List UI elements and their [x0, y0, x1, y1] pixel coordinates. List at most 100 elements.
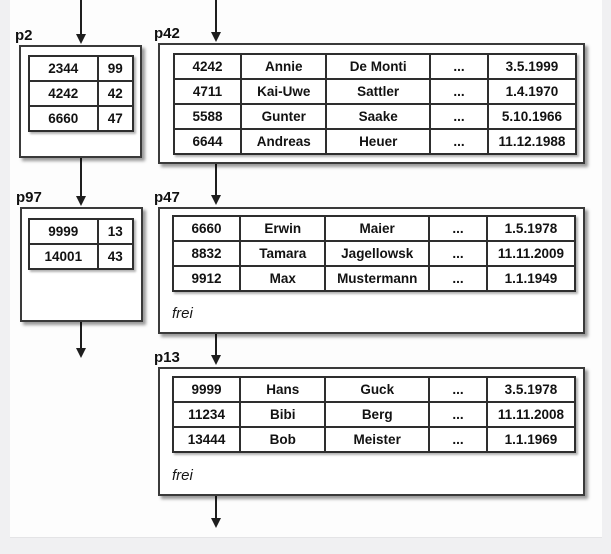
cell-lastname: Heuer [325, 128, 432, 155]
table-row: 6644 Andreas Heuer ... 11.12.1988 [172, 128, 578, 155]
arrow-line-into-p42 [215, 0, 217, 33]
cell-lastname: Saake [325, 103, 432, 130]
cell-id: 11234 [171, 401, 242, 428]
arrow-line-p42-to-p47 [215, 164, 217, 196]
cell-page-pointer: 42 [96, 80, 135, 107]
arrow-down-icon [76, 196, 86, 206]
page-p42-table: 4242 Annie De Monti ... 3.5.1999 4711 Ka… [172, 53, 578, 155]
cell-lastname: Jagellowsk [324, 240, 431, 267]
cell-date: 3.5.1978 [485, 376, 577, 403]
table-row: 4711 Kai-Uwe Sattler ... 1.4.1970 [172, 78, 578, 105]
cell-ellipsis: ... [428, 401, 488, 428]
cell-lastname: Sattler [325, 78, 432, 105]
table-row: 2344 99 [28, 55, 135, 82]
table-row: 9999 Hans Guck ... 3.5.1978 [171, 376, 577, 403]
page-p13-table: 9999 Hans Guck ... 3.5.1978 11234 Bibi B… [171, 376, 577, 453]
page-p42: p42 4242 Annie De Monti ... 3.5.1999 471… [154, 25, 585, 164]
table-row: 8832 Tamara Jagellowsk ... 11.11.2009 [171, 240, 577, 267]
cell-page-pointer: 99 [96, 55, 135, 82]
cell-lastname: Berg [324, 401, 431, 428]
cell-date: 5.10.1966 [486, 103, 578, 130]
cell-page-pointer: 47 [96, 105, 135, 132]
cell-firstname: Hans [239, 376, 327, 403]
page-p97-table: 9999 13 14001 43 [28, 218, 135, 270]
arrow-down-icon [76, 348, 86, 358]
arrow-down-icon [211, 355, 221, 365]
page-label: p47 [154, 189, 180, 206]
arrow-line-p47-to-p13 [215, 334, 217, 356]
cell-lastname: Mustermann [324, 265, 431, 292]
table-row: 9912 Max Mustermann ... 1.1.1949 [171, 265, 577, 292]
cell-firstname: Gunter [240, 103, 328, 130]
table-row: 5588 Gunter Saake ... 5.10.1966 [172, 103, 578, 130]
cell-lastname: Guck [324, 376, 431, 403]
arrow-down-icon [211, 32, 221, 42]
page-label: p42 [154, 25, 180, 42]
cell-date: 1.4.1970 [486, 78, 578, 105]
cell-ellipsis: ... [428, 265, 488, 292]
arrow-down-icon [211, 518, 221, 528]
page-label: p97 [16, 189, 42, 206]
page-p97: p97 9999 13 14001 43 [16, 189, 143, 322]
cell-date: 11.11.2008 [485, 401, 577, 428]
cell-ellipsis: ... [429, 128, 489, 155]
table-row: 13444 Bob Meister ... 1.1.1969 [171, 426, 577, 453]
table-row: 11234 Bibi Berg ... 11.11.2008 [171, 401, 577, 428]
cell-lastname: Maier [324, 215, 431, 242]
table-row: 4242 Annie De Monti ... 3.5.1999 [172, 53, 578, 80]
arrow-line-p97-to-next [80, 322, 82, 349]
page-p47-table: 6660 Erwin Maier ... 1.5.1978 8832 Tamar… [171, 215, 577, 292]
cell-lastname: Meister [324, 426, 431, 453]
table-row: 4242 42 [28, 80, 135, 107]
cell-key: 2344 [28, 55, 99, 82]
cell-key: 6660 [28, 105, 99, 132]
page-p2: p2 2344 99 4242 42 6660 47 [15, 27, 142, 158]
arrow-down-icon [76, 34, 86, 44]
cell-id: 8832 [171, 240, 242, 267]
cell-id: 4242 [172, 53, 243, 80]
cell-id: 6644 [172, 128, 243, 155]
cell-ellipsis: ... [429, 78, 489, 105]
cell-firstname: Max [239, 265, 327, 292]
cell-firstname: Annie [240, 53, 328, 80]
table-row: 9999 13 [28, 218, 135, 245]
arrow-line-into-p2 [80, 0, 82, 35]
arrow-line-p2-to-p97 [80, 158, 82, 197]
cell-id: 9912 [171, 265, 242, 292]
cell-date: 1.1.1949 [485, 265, 577, 292]
cell-firstname: Bibi [239, 401, 327, 428]
cell-id: 9999 [171, 376, 242, 403]
cell-date: 1.1.1969 [485, 426, 577, 453]
cell-firstname: Kai-Uwe [240, 78, 328, 105]
cell-ellipsis: ... [428, 426, 488, 453]
page-p2-table: 2344 99 4242 42 6660 47 [28, 55, 135, 132]
page-p13: p13 9999 Hans Guck ... 3.5.1978 11234 Bi… [154, 349, 585, 496]
cell-firstname: Andreas [240, 128, 328, 155]
cell-ellipsis: ... [428, 215, 488, 242]
cell-id: 6660 [171, 215, 242, 242]
cell-ellipsis: ... [429, 53, 489, 80]
cell-id: 13444 [171, 426, 242, 453]
arrow-down-icon [211, 195, 221, 205]
cell-page-pointer: 13 [96, 218, 135, 245]
table-row: 6660 Erwin Maier ... 1.5.1978 [171, 215, 577, 242]
table-row: 14001 43 [28, 243, 135, 270]
cell-page-pointer: 43 [96, 243, 135, 270]
free-space-label: frei [172, 305, 193, 322]
cell-firstname: Erwin [239, 215, 327, 242]
page-label: p2 [15, 27, 33, 44]
cell-id: 5588 [172, 103, 243, 130]
table-row: 6660 47 [28, 105, 135, 132]
cell-ellipsis: ... [428, 376, 488, 403]
cell-date: 3.5.1999 [486, 53, 578, 80]
arrow-line-p13-to-next [215, 496, 217, 519]
cell-key: 14001 [28, 243, 99, 270]
cell-date: 11.12.1988 [486, 128, 578, 155]
page-p47: p47 6660 Erwin Maier ... 1.5.1978 8832 T… [154, 189, 585, 334]
page-label: p13 [154, 349, 180, 366]
cell-firstname: Bob [239, 426, 327, 453]
cell-key: 4242 [28, 80, 99, 107]
cell-date: 11.11.2009 [485, 240, 577, 267]
cell-key: 9999 [28, 218, 99, 245]
